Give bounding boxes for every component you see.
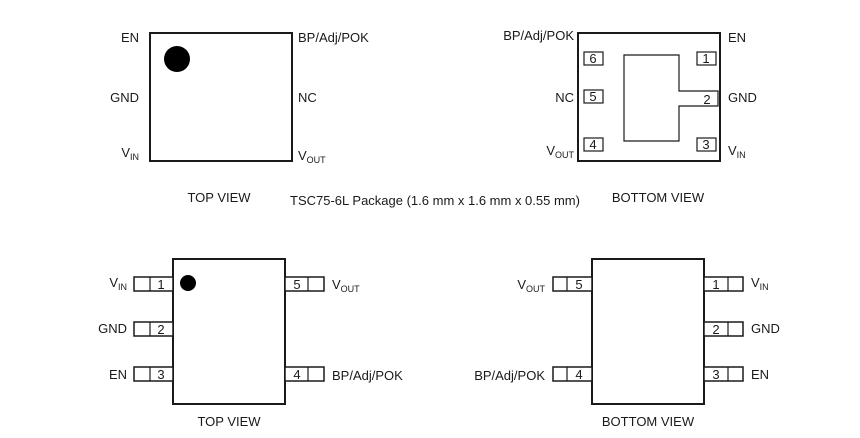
sot5-bottom-pin-2: 2 <box>712 322 719 337</box>
pin1-marker-dot <box>180 275 196 291</box>
sot5-bottom-label-en: EN <box>751 367 769 382</box>
tsc75-pin-1: 1 <box>702 51 709 66</box>
sot5-top-caption: TOP VIEW <box>197 414 261 429</box>
tsc75-top-label-gnd: GND <box>110 90 139 105</box>
tsc75-pad-5 <box>583 89 604 104</box>
pin1-marker-dot <box>164 46 190 72</box>
tsc75-pin-2: 2 <box>703 92 710 107</box>
tsc75-bottom-label-vout: VOUT <box>546 143 574 160</box>
package-caption: TSC75-6L Package (1.6 mm x 1.6 mm x 0.55… <box>290 193 580 208</box>
sot5-top-label-en: EN <box>109 367 127 382</box>
tsc75-top-label-bp: BP/Adj/POK <box>298 30 369 45</box>
tsc75-pad-3 <box>696 137 717 152</box>
sot5-bottom-pin-1: 1 <box>712 277 719 292</box>
tsc75-pad-6 <box>583 51 604 66</box>
sot5-top-pin-5: 5 <box>293 277 300 292</box>
tsc75-top-label-vin: VIN <box>121 145 139 162</box>
sot5-bottom-pin-3: 3 <box>712 367 719 382</box>
thermal-pad-outline <box>623 54 719 142</box>
sot5-top-pin-2: 2 <box>157 322 164 337</box>
tsc75-bottom-label-en: EN <box>728 30 746 45</box>
sot5-top-lead-5 <box>284 276 325 292</box>
sot5-top-pin-4: 4 <box>293 367 300 382</box>
sot5-bottom-label-bp: BP/Adj/POK <box>474 368 545 383</box>
tsc75-bottom-label-vin: VIN <box>728 143 746 160</box>
sot5-top-label-gnd: GND <box>98 321 127 336</box>
sot5-bottom-lead-2 <box>703 321 744 337</box>
sot5-bottom-lead-3 <box>703 366 744 382</box>
sot5-bottom-label-gnd: GND <box>751 321 780 336</box>
sot5-bottom-pin-5: 5 <box>575 277 582 292</box>
tsc75-bottom-label-bp: BP/Adj/POK <box>503 28 574 43</box>
sot5-top-pin-1: 1 <box>157 277 164 292</box>
sot5-bottom-pin-4: 4 <box>575 367 582 382</box>
tsc75-bottom-label-gnd: GND <box>728 90 757 105</box>
sot5-bottom-body <box>591 258 705 405</box>
tsc75-bottom-label-nc: NC <box>555 90 574 105</box>
tsc75-top-caption: TOP VIEW <box>187 190 251 205</box>
sot5-top-lead-2 <box>133 321 174 337</box>
sot5-top-pin-3: 3 <box>157 367 164 382</box>
sot5-top-label-bp: BP/Adj/POK <box>332 368 403 383</box>
sot5-top-lead-3 <box>133 366 174 382</box>
tsc75-pin-3: 3 <box>702 137 709 152</box>
tsc75-pin-5: 5 <box>589 89 596 104</box>
sot5-bottom-lead-1 <box>703 276 744 292</box>
tsc75-pin-6: 6 <box>589 51 596 66</box>
sot5-bottom-lead-5 <box>552 276 593 292</box>
sot5-bottom-view: 5 4 1 2 3 VOUT BP/Adj/POK VIN GND EN BOT… <box>474 258 780 429</box>
tsc75-pad-4 <box>583 137 604 152</box>
sot5-bottom-caption: BOTTOM VIEW <box>602 414 695 429</box>
tsc75-bottom-caption: BOTTOM VIEW <box>612 190 705 205</box>
tsc75-pad-1 <box>696 51 717 66</box>
tsc75-pin-4: 4 <box>589 137 596 152</box>
tsc75-top-label-vout: VOUT <box>298 148 326 165</box>
tsc75-bottom-view: 6 5 4 1 2 3 BP/Adj/POK NC VOUT EN GND VI… <box>503 28 757 205</box>
tsc75-top-label-en: EN <box>121 30 139 45</box>
tsc75-top-label-nc: NC <box>298 90 317 105</box>
sot5-top-lead-4 <box>284 366 325 382</box>
sot5-top-label-vout: VOUT <box>332 277 360 294</box>
sot5-bottom-label-vout: VOUT <box>517 277 545 294</box>
sot5-top-lead-1 <box>133 276 174 292</box>
sot5-top-view: 1 2 3 5 4 VIN GND EN VOUT BP/Adj/POK TOP… <box>98 258 403 429</box>
sot5-bottom-label-vin: VIN <box>751 275 769 292</box>
sot5-bottom-lead-4 <box>552 366 593 382</box>
tsc75-top-view: EN GND VIN BP/Adj/POK NC VOUT TOP VIEW <box>110 30 369 205</box>
sot5-top-label-vin: VIN <box>109 275 127 292</box>
